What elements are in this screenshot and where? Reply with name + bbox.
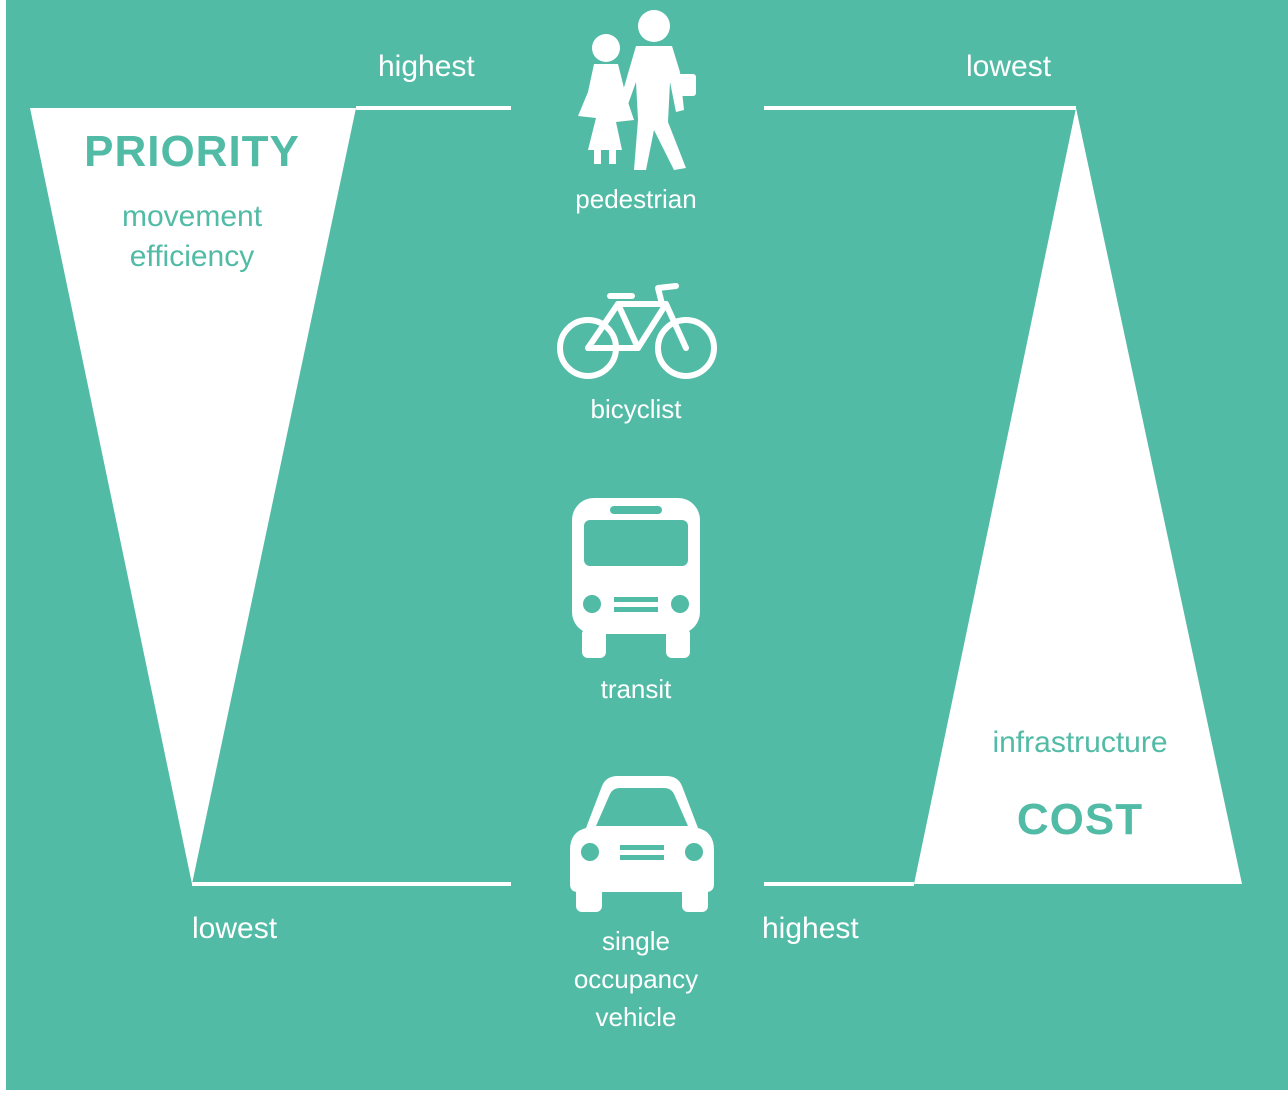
bicycle-icon (557, 283, 717, 379)
priority-bottom-label: lowest (192, 912, 278, 945)
mode-label-bicyclist: bicyclist (590, 394, 682, 424)
priority-cost-diagram: highest PRIORITY movement efficiency low… (30, 10, 1242, 1032)
priority-top-label: highest (378, 50, 475, 83)
priority-subtitle-line2: efficiency (130, 240, 255, 273)
mode-label-transit: transit (601, 674, 673, 704)
diagram-background: highest PRIORITY movement efficiency low… (6, 0, 1288, 1090)
priority-triangle (30, 108, 356, 884)
priority-subtitle-line1: movement (122, 200, 263, 233)
car-icon (570, 776, 714, 912)
cost-bottom-label: highest (762, 912, 859, 945)
mode-label-pedestrian: pedestrian (575, 184, 696, 214)
pedestrian-icon (578, 10, 696, 170)
cost-subtitle: infrastructure (992, 726, 1167, 759)
cost-title: COST (1017, 795, 1143, 844)
mode-label-vehicle-line3: vehicle (596, 1002, 677, 1032)
priority-title: PRIORITY (84, 127, 300, 176)
mode-label-vehicle-line2: occupancy (574, 964, 698, 994)
cost-top-label: lowest (966, 50, 1052, 83)
cost-triangle (914, 108, 1242, 884)
mode-label-vehicle-line1: single (602, 926, 670, 956)
bus-icon (572, 498, 700, 658)
